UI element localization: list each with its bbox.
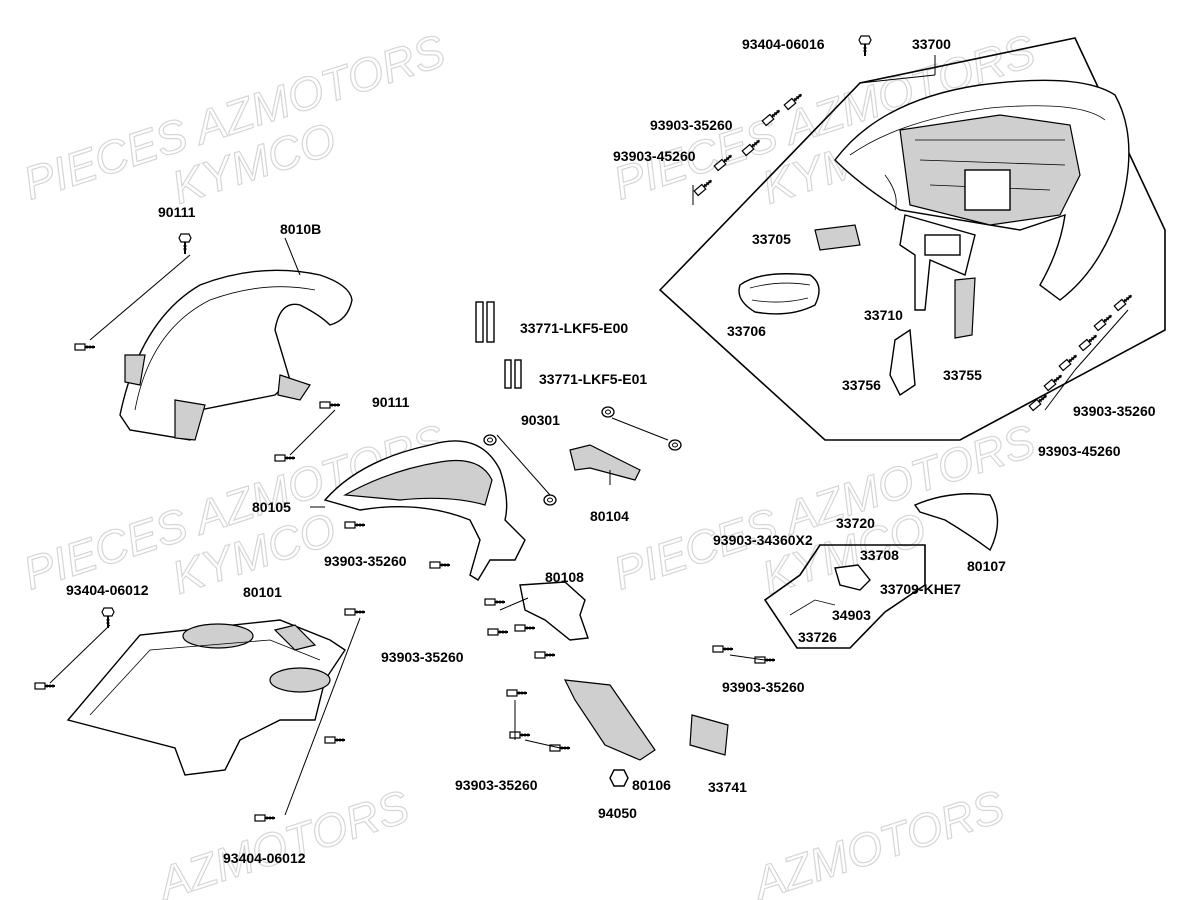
group-33720	[763, 544, 926, 649]
label-93903-45260: 93903-45260	[613, 148, 696, 164]
part-33771-e00	[475, 301, 495, 343]
label-93903-34360x2: 93903-34360X2	[713, 532, 813, 548]
label-33706: 33706	[727, 323, 766, 339]
label-33756: 33756	[842, 377, 881, 393]
label-33720: 33720	[836, 515, 875, 531]
label-33771-lkf5-e01: 33771-LKF5-E01	[539, 371, 647, 387]
label-90301: 90301	[521, 412, 560, 428]
label-93903-35260: 93903-35260	[324, 553, 407, 569]
plate-80108	[519, 581, 589, 641]
label-33708: 33708	[860, 547, 899, 563]
label-80108: 80108	[545, 569, 584, 585]
bracket-80104	[569, 444, 641, 481]
label-94050: 94050	[598, 805, 637, 821]
label-33700: 33700	[912, 36, 951, 52]
group-33700	[658, 35, 1166, 441]
label-93903-35260: 93903-35260	[455, 777, 538, 793]
label-33705: 33705	[752, 231, 791, 247]
label-80104: 80104	[590, 508, 629, 524]
label-33726: 33726	[798, 629, 837, 645]
label-93404-06012: 93404-06012	[223, 850, 306, 866]
cowl-80107	[913, 493, 999, 552]
label-93903-35260: 93903-35260	[722, 679, 805, 695]
label-80107: 80107	[967, 558, 1006, 574]
part-33755	[954, 277, 976, 339]
part-33771-e01	[504, 359, 522, 389]
label-93903-35260: 93903-35260	[650, 117, 733, 133]
plate-33708	[834, 564, 871, 591]
label-90111: 90111	[158, 204, 196, 220]
part-labels: 93404-06016 33700 93903-35260 93903-4526…	[66, 36, 1156, 866]
label-33709-khe7: 33709-KHE7	[880, 581, 961, 597]
label-93903-35260: 93903-35260	[1073, 403, 1156, 419]
label-93404-06012: 93404-06012	[66, 582, 149, 598]
label-33741: 33741	[708, 779, 747, 795]
reflector-33756	[889, 328, 916, 397]
cover-80101	[66, 619, 346, 776]
label-80106: 80106	[632, 777, 671, 793]
label-33710: 33710	[864, 307, 903, 323]
bracket-80105	[323, 440, 526, 581]
watermark-line: AZMOTORS	[744, 780, 1010, 900]
label-80101: 80101	[243, 584, 282, 600]
label-93903-35260: 93903-35260	[381, 649, 464, 665]
label-34903: 34903	[832, 607, 871, 623]
watermark-line: AZMOTORS	[149, 780, 415, 900]
holder-80106	[563, 679, 656, 761]
fender-8010B	[119, 269, 353, 441]
sticker-33741	[689, 714, 729, 756]
label-8010B: 8010B	[280, 221, 321, 237]
label-93903-45260: 93903-45260	[1038, 443, 1121, 459]
label-33771-lkf5-e00: 33771-LKF5-E00	[520, 320, 628, 336]
lens-33706	[738, 273, 820, 315]
label-90111: 90111	[372, 394, 410, 410]
group-33700-frame	[658, 37, 1166, 441]
nut-94050	[609, 769, 629, 787]
label-80105: 80105	[252, 499, 291, 515]
label-33755: 33755	[943, 367, 982, 383]
label-93404-06016: 93404-06016	[742, 36, 825, 52]
leader-lines	[49, 55, 1129, 816]
bracket-33705	[814, 224, 861, 251]
